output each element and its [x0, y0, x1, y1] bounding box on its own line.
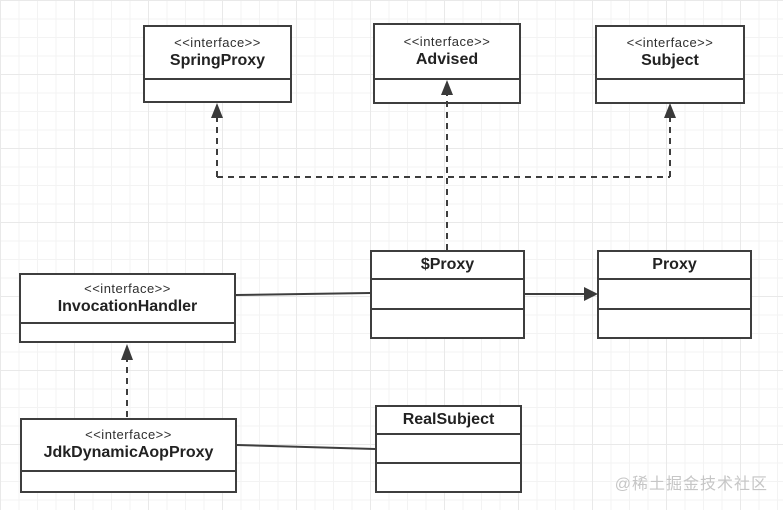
class-title: <<interface>> SpringProxy — [145, 27, 290, 78]
class-box-dollarproxy: $Proxy — [370, 250, 525, 339]
empty-compartment — [375, 78, 519, 102]
class-name: Advised — [415, 50, 479, 68]
class-title: Proxy — [599, 252, 750, 278]
class-box-springproxy: <<interface>> SpringProxy — [143, 25, 292, 103]
stereotype-label: <<interface>> — [403, 33, 491, 49]
empty-compartment — [145, 78, 290, 101]
arrowhead-springproxy — [211, 103, 223, 118]
empty-compartment — [21, 322, 234, 341]
class-name: InvocationHandler — [57, 297, 198, 315]
class-name: Proxy — [652, 256, 697, 273]
empty-compartment — [599, 307, 750, 337]
stereotype-label: <<interface>> — [626, 34, 714, 50]
class-title: <<interface>> Subject — [597, 27, 743, 78]
arrowhead-proxy — [584, 287, 598, 301]
class-title: <<interface>> Advised — [375, 25, 519, 78]
class-title: RealSubject — [377, 407, 520, 433]
stereotype-label: <<interface>> — [174, 34, 261, 50]
class-title: <<interface>> JdkDynamicAopProxy — [22, 420, 235, 470]
class-name: RealSubject — [402, 411, 495, 428]
class-title: $Proxy — [372, 252, 523, 278]
empty-compartment — [377, 462, 520, 491]
empty-compartment — [599, 278, 750, 308]
arrowhead-invocationhandler — [121, 344, 133, 360]
empty-compartment — [597, 78, 743, 102]
class-box-advised: <<interface>> Advised — [373, 23, 521, 104]
class-box-subject: <<interface>> Subject — [595, 25, 745, 104]
class-box-invocationhandler: <<interface>> InvocationHandler — [19, 273, 236, 343]
empty-compartment — [372, 278, 523, 308]
class-box-jdkdynamicaopproxy: <<interface>> JdkDynamicAopProxy — [20, 418, 237, 493]
empty-compartment — [372, 307, 523, 337]
empty-compartment — [377, 433, 520, 462]
class-name: $Proxy — [420, 256, 475, 273]
watermark-text: @稀土掘金技术社区 — [614, 476, 768, 493]
empty-compartment — [22, 470, 235, 491]
class-box-proxy: Proxy — [597, 250, 752, 339]
class-title: <<interface>> InvocationHandler — [21, 275, 234, 322]
class-name: SpringProxy — [169, 51, 266, 69]
class-name: Subject — [641, 51, 699, 69]
solid-line-jdk-to-realsubject — [236, 444, 376, 450]
stereotype-label: <<interface>> — [84, 280, 171, 296]
class-box-realsubject: RealSubject — [375, 405, 522, 493]
stereotype-label: <<interface>> — [85, 427, 172, 442]
class-name: JdkDynamicAopProxy — [43, 444, 214, 461]
solid-line-invocationhandler-to-dollarproxy — [235, 292, 371, 296]
arrowhead-subject — [664, 103, 676, 118]
